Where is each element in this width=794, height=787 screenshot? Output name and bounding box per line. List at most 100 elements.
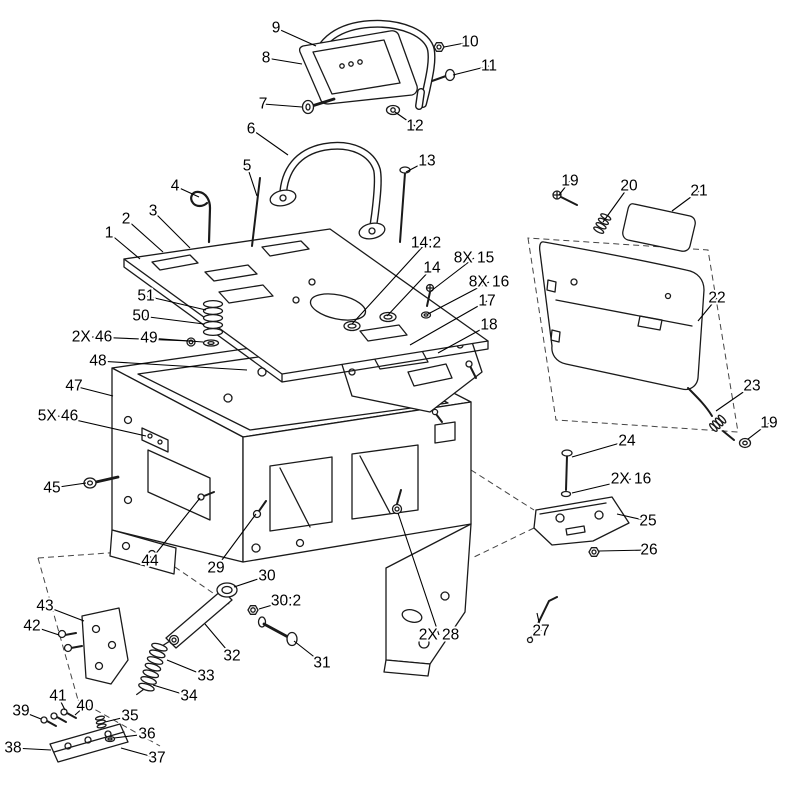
callout-label: 39 [12, 703, 29, 720]
callout-label: 41 [49, 688, 66, 705]
callout-leader [233, 575, 268, 588]
callout-label: 18 [480, 317, 497, 334]
callout-leader [140, 315, 205, 325]
callout-label: 4 [171, 178, 180, 195]
callout-label: 5 [243, 158, 252, 175]
callout-leader [747, 422, 770, 440]
callout-leader [558, 180, 571, 196]
callout-label: 34 [180, 688, 198, 705]
callout-label: 3 [149, 203, 158, 220]
callout-leader [113, 733, 148, 739]
callout-leader [152, 210, 191, 249]
callout-label: 37 [148, 750, 165, 767]
callout-leader [405, 160, 428, 173]
callout-leader [125, 218, 164, 253]
callout-label: 8 [262, 50, 271, 67]
callout-label: 31 [313, 655, 330, 672]
callout-leader [108, 232, 141, 260]
callout-label: 50 [132, 308, 150, 325]
callout-label: 20 [620, 178, 638, 195]
callout-label: 2X 28 [419, 627, 460, 644]
callout-leader [74, 705, 86, 716]
callout-leader [536, 612, 542, 632]
callout-label: 45 [43, 480, 60, 497]
callout-leader [120, 747, 158, 759]
callout-label: 35 [121, 708, 138, 725]
callout-leader [571, 478, 632, 494]
callout-label: 10 [461, 34, 479, 51]
callout-label: 51 [137, 288, 154, 305]
callout-leader [409, 300, 488, 346]
callout-label: 47 [65, 378, 82, 395]
callout-label: 49 [140, 330, 157, 347]
callout-leader [246, 165, 258, 197]
main-frame [83, 334, 472, 677]
callout-label: 6 [247, 121, 256, 138]
lower-handle-assembly [190, 141, 411, 247]
callout-leader [386, 267, 433, 317]
callout-leader [97, 360, 248, 371]
callout-leader [427, 281, 490, 315]
callout-label: 25 [639, 513, 656, 530]
callout-label: 30 [258, 568, 276, 585]
callout-label: 2X 16 [611, 471, 652, 488]
callout-label: 11 [481, 58, 497, 75]
callout-label: 1 [105, 225, 114, 242]
callout-leader [12, 747, 52, 751]
callout-leader [148, 337, 204, 343]
callout-leader [174, 185, 200, 198]
callout-leader [152, 684, 190, 697]
callout-label: 14:2 [411, 235, 441, 252]
callout-label: 12 [406, 118, 423, 135]
callout-leader [394, 111, 416, 127]
callout-label: 30:2 [271, 593, 301, 610]
support-bracket-assembly [526, 449, 630, 644]
callout-label: 43 [36, 598, 53, 615]
callout-leader [57, 415, 147, 437]
callout-leader [215, 513, 257, 569]
callout-label: 33 [197, 668, 214, 685]
callout-leader [602, 185, 630, 223]
callout-label: 40 [76, 698, 94, 715]
callout-leader [715, 385, 753, 412]
callout-leader [697, 297, 718, 322]
callout-leader [250, 128, 289, 156]
callout-label: 42 [23, 618, 40, 635]
callout-label: 38 [4, 740, 21, 757]
callout-leader [397, 512, 440, 636]
callout-leader [44, 605, 85, 622]
callout-label: 27 [532, 623, 549, 640]
seat-spring-assembly [186, 299, 224, 347]
callout-leader [598, 549, 650, 552]
callout-label: 5X 46 [38, 408, 79, 425]
control-linkage-assembly [40, 582, 298, 763]
callout-leader [671, 190, 700, 212]
callout-leader [275, 27, 317, 47]
callout-leader [51, 482, 87, 489]
callout-leader [293, 640, 323, 664]
callout-label: 26 [640, 542, 657, 559]
callout-label: 23 [743, 378, 760, 395]
callout-label: 13 [418, 153, 435, 170]
callout-label: 32 [223, 648, 240, 665]
callout-label: 36 [138, 726, 155, 743]
callout-leader [258, 600, 287, 610]
callout-leader [104, 715, 131, 723]
callout-label: 9 [272, 20, 281, 37]
callout-leader [262, 103, 303, 108]
callout-label: 2 [122, 211, 131, 228]
callout-label: 19 [561, 173, 578, 190]
callout-label: 29 [207, 560, 224, 577]
callout-leader [430, 257, 475, 292]
callout-leader [166, 659, 207, 677]
callout-label: 17 [478, 293, 495, 310]
callout-label: 8X 16 [469, 274, 510, 291]
callout-leader [73, 385, 114, 397]
callout-leader [452, 65, 490, 76]
callout-label: 24 [618, 433, 636, 450]
callout-label: 14 [423, 260, 441, 277]
callout-leader [443, 41, 471, 48]
